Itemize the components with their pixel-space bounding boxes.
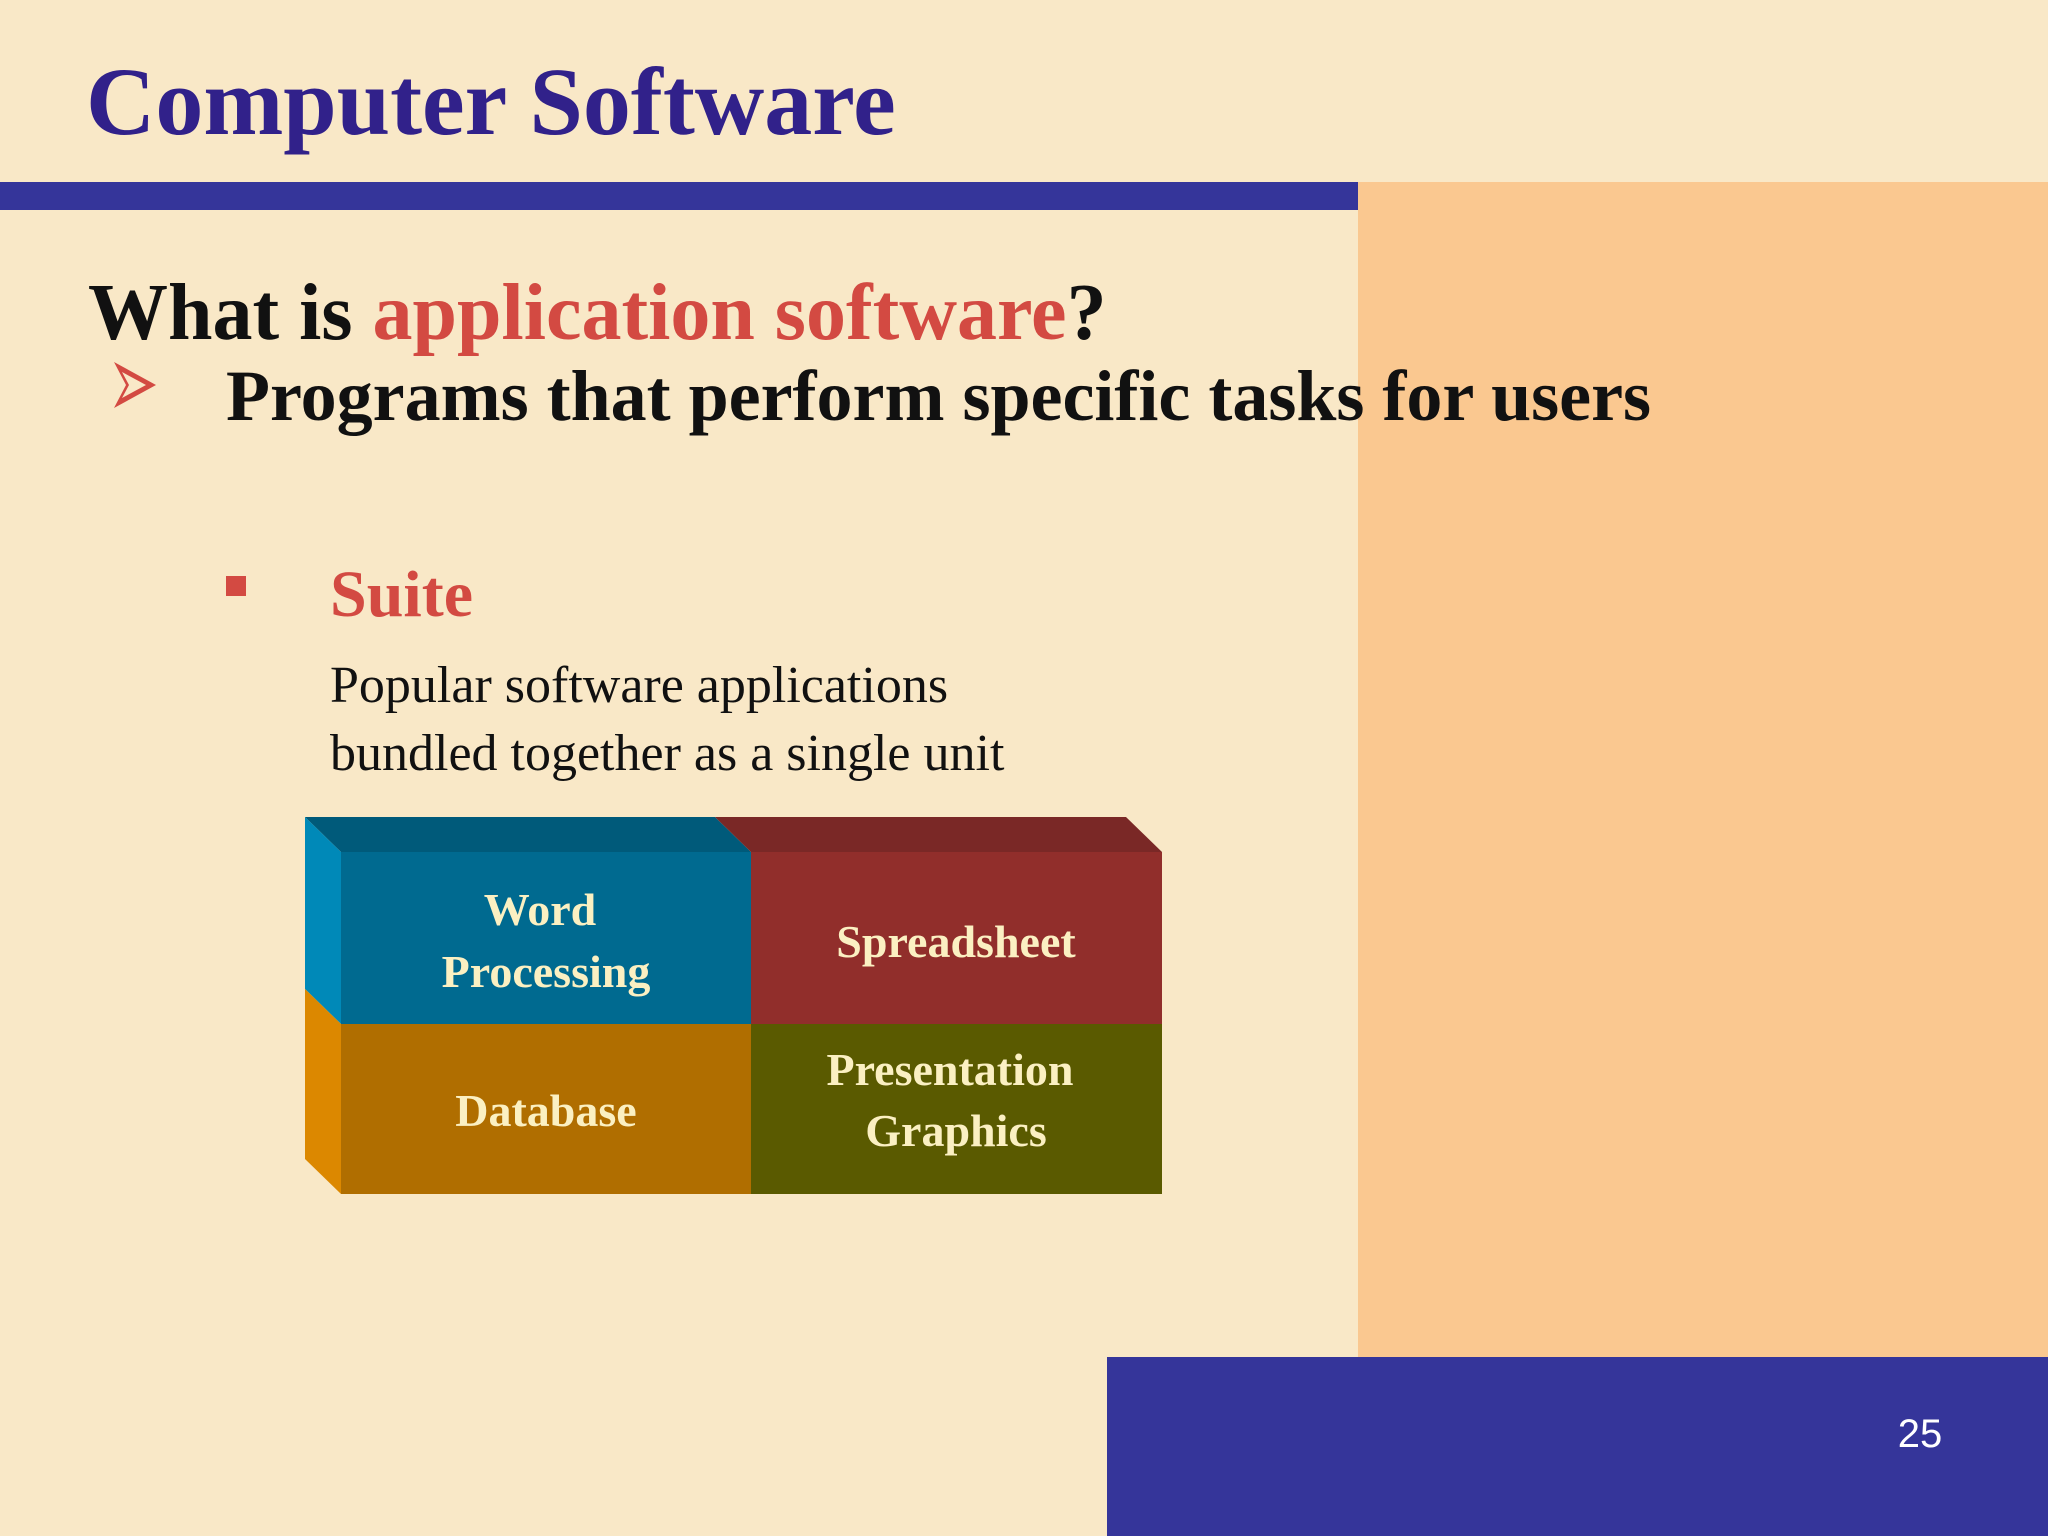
question-highlight: application software [372, 269, 1067, 357]
database-label: Database [455, 1085, 636, 1136]
bullet-text: Programs that perform specific tasks for… [226, 356, 1652, 436]
suite-blocks-graphic: Word Processing Spreadsheet Database Pre… [305, 817, 1162, 1194]
page-number: 25 [1897, 1412, 1943, 1456]
spreadsheet-label: Spreadsheet [836, 916, 1076, 967]
arrow-bullet-icon [114, 362, 156, 408]
presentation-graphics-label: Graphics [865, 1105, 1046, 1156]
word-processing-label: Word [484, 884, 597, 935]
question-heading: What is application software? [88, 265, 1107, 361]
database-block [341, 1024, 751, 1194]
question-prefix: What is [88, 269, 373, 357]
square-bullet-icon [226, 576, 246, 596]
accent-panel [1358, 182, 2048, 1357]
spreadsheet-block [751, 852, 1162, 1024]
suite-description: Popular software applications bundled to… [330, 652, 1004, 788]
word-processing-label: Processing [442, 946, 651, 997]
footer-bar [1107, 1357, 2048, 1536]
suite-description-line: bundled together as a single unit [330, 725, 1005, 782]
presentation-graphics-block [751, 1024, 1162, 1194]
suite-label: Suite [330, 558, 474, 631]
question-suffix: ? [1066, 269, 1107, 357]
presentation-graphics-label: Presentation [826, 1044, 1073, 1095]
suite-description-line: Popular software applications [330, 657, 949, 714]
slide-title: Computer Software [86, 48, 896, 155]
word-processing-block [341, 852, 751, 1024]
title-underline-bar [0, 182, 1358, 210]
